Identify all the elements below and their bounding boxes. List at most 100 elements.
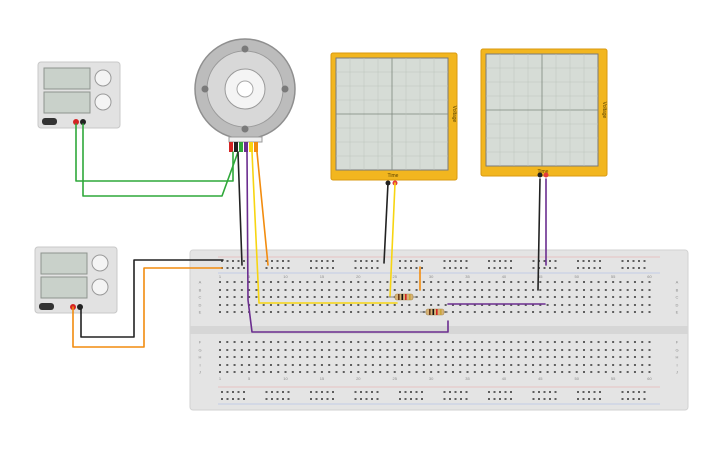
- rail-hole[interactable]: [532, 267, 535, 269]
- rail-hole[interactable]: [265, 391, 268, 393]
- breadboard-hole[interactable]: [313, 371, 316, 373]
- breadboard-hole[interactable]: [604, 356, 607, 358]
- breadboard-hole[interactable]: [575, 296, 578, 298]
- rail-hole[interactable]: [493, 260, 496, 262]
- breadboard-hole[interactable]: [379, 296, 382, 298]
- breadboard-hole[interactable]: [604, 364, 607, 366]
- rail-hole[interactable]: [627, 267, 629, 269]
- breadboard-hole[interactable]: [626, 364, 629, 366]
- breadboard-hole[interactable]: [422, 371, 425, 373]
- breadboard-hole[interactable]: [619, 371, 622, 373]
- rail-hole[interactable]: [404, 267, 407, 269]
- rail-hole[interactable]: [326, 398, 329, 400]
- breadboard-hole[interactable]: [328, 281, 331, 283]
- breadboard-hole[interactable]: [248, 371, 251, 373]
- rail-hole[interactable]: [232, 398, 234, 400]
- breadboard-hole[interactable]: [291, 364, 294, 366]
- breadboard-hole[interactable]: [532, 281, 535, 283]
- rail-hole[interactable]: [638, 391, 640, 393]
- breadboard-hole[interactable]: [386, 349, 389, 351]
- breadboard-hole[interactable]: [248, 349, 251, 351]
- breadboard-hole[interactable]: [233, 304, 236, 306]
- rail-hole[interactable]: [287, 267, 290, 269]
- breadboard-hole[interactable]: [219, 356, 221, 358]
- breadboard-hole[interactable]: [604, 349, 607, 351]
- breadboard-hole[interactable]: [306, 296, 309, 298]
- breadboard-hole[interactable]: [335, 371, 338, 373]
- breadboard-hole[interactable]: [284, 349, 287, 351]
- breadboard-hole[interactable]: [328, 349, 331, 351]
- rail-hole[interactable]: [243, 260, 245, 262]
- breadboard-hole[interactable]: [619, 296, 622, 298]
- wire-black-scope2[interactable]: [537, 178, 541, 291]
- breadboard-hole[interactable]: [291, 371, 294, 373]
- breadboard-hole[interactable]: [575, 349, 578, 351]
- breadboard-hole[interactable]: [386, 356, 389, 358]
- breadboard-hole[interactable]: [539, 371, 542, 373]
- breadboard-hole[interactable]: [393, 356, 396, 358]
- breadboard-hole[interactable]: [335, 364, 338, 366]
- breadboard-hole[interactable]: [495, 371, 498, 373]
- breadboard-hole[interactable]: [473, 304, 476, 306]
- breadboard-hole[interactable]: [459, 304, 462, 306]
- breadboard-hole[interactable]: [248, 281, 251, 283]
- breadboard-hole[interactable]: [524, 349, 527, 351]
- breadboard-hole[interactable]: [641, 349, 644, 351]
- breadboard-hole[interactable]: [364, 304, 367, 306]
- rail-hole[interactable]: [643, 391, 646, 393]
- breadboard-hole[interactable]: [488, 371, 491, 373]
- rail-hole[interactable]: [410, 391, 412, 393]
- breadboard-hole[interactable]: [575, 356, 578, 358]
- rail-hole[interactable]: [449, 267, 451, 269]
- breadboard-hole[interactable]: [320, 364, 323, 366]
- breadboard-hole[interactable]: [248, 341, 251, 343]
- breadboard-hole[interactable]: [430, 356, 433, 358]
- breadboard-hole[interactable]: [459, 364, 462, 366]
- breadboard-hole[interactable]: [269, 341, 272, 343]
- rail-hole[interactable]: [315, 267, 318, 269]
- breadboard-hole[interactable]: [248, 364, 251, 366]
- breadboard-hole[interactable]: [269, 289, 272, 291]
- breadboard-hole[interactable]: [240, 289, 243, 291]
- breadboard-hole[interactable]: [451, 311, 454, 313]
- breadboard-hole[interactable]: [371, 341, 374, 343]
- rail-hole[interactable]: [543, 267, 546, 269]
- breadboard-hole[interactable]: [248, 356, 251, 358]
- breadboard-hole[interactable]: [255, 341, 258, 343]
- breadboard-hole[interactable]: [415, 371, 418, 373]
- breadboard-hole[interactable]: [262, 281, 265, 283]
- breadboard-hole[interactable]: [415, 289, 418, 291]
- breadboard-hole[interactable]: [320, 289, 323, 291]
- breadboard-hole[interactable]: [357, 304, 360, 306]
- rail-hole[interactable]: [543, 391, 546, 393]
- breadboard-hole[interactable]: [619, 281, 622, 283]
- rail-hole[interactable]: [371, 398, 373, 400]
- breadboard-hole[interactable]: [408, 289, 411, 291]
- breadboard-hole[interactable]: [451, 341, 454, 343]
- breadboard-hole[interactable]: [517, 289, 520, 291]
- breadboard-hole[interactable]: [568, 341, 571, 343]
- rail-hole[interactable]: [421, 391, 423, 393]
- oscilloscope-1[interactable]: Time Voltage: [330, 52, 458, 186]
- breadboard-hole[interactable]: [539, 356, 542, 358]
- breadboard-hole[interactable]: [357, 281, 360, 283]
- breadboard-hole[interactable]: [335, 281, 338, 283]
- rail-hole[interactable]: [632, 398, 635, 400]
- breadboard-hole[interactable]: [386, 296, 389, 298]
- breadboard-hole[interactable]: [379, 349, 382, 351]
- rail-hole[interactable]: [627, 260, 629, 262]
- breadboard-hole[interactable]: [226, 311, 229, 313]
- rail-hole[interactable]: [282, 267, 284, 269]
- rail-hole[interactable]: [232, 267, 234, 269]
- breadboard-hole[interactable]: [488, 349, 491, 351]
- wire-green-supply1-b[interactable]: [82, 123, 239, 197]
- breadboard-hole[interactable]: [248, 289, 251, 291]
- breadboard-hole[interactable]: [313, 364, 316, 366]
- breadboard-hole[interactable]: [437, 356, 440, 358]
- breadboard-hole[interactable]: [386, 311, 389, 313]
- breadboard-hole[interactable]: [502, 364, 505, 366]
- breadboard-hole[interactable]: [648, 349, 651, 351]
- breadboard-hole[interactable]: [328, 364, 331, 366]
- breadboard-hole[interactable]: [510, 289, 513, 291]
- breadboard-hole[interactable]: [626, 296, 629, 298]
